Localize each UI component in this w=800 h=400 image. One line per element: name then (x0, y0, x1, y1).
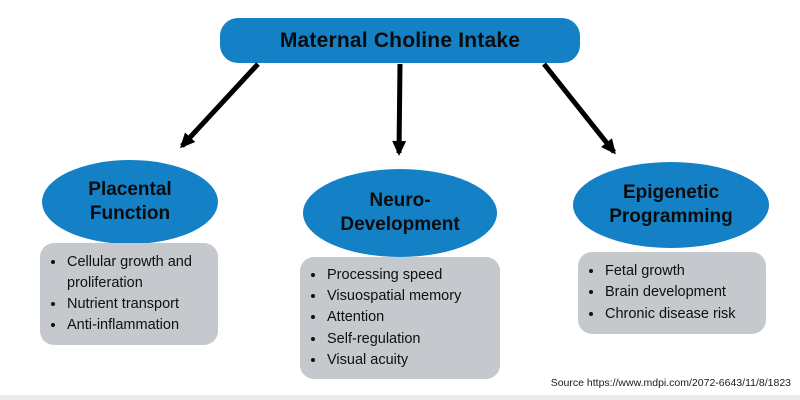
bullet-item: Fetal growth (604, 261, 736, 282)
bullet-item: Nutrient transport (66, 294, 210, 315)
bullet-list: Processing speed Visuospatial memory Att… (300, 265, 469, 370)
node-heading-line: Neuro- (369, 190, 431, 212)
bullet-item: Self-regulation (326, 329, 461, 350)
bullet-item: Attention (326, 307, 461, 328)
diagram-title: Maternal Choline Intake (279, 28, 521, 52)
bullet-list: Cellular growth and proliferation Nutrie… (40, 252, 218, 336)
node-heading-line: Programming (609, 206, 733, 227)
bullet-item: Processing speed (326, 265, 461, 286)
bullet-list: Fetal growth Brain development Chronic d… (578, 261, 744, 324)
node-heading-line: Placental (88, 179, 172, 201)
bullet-item: Visuospatial memory (326, 286, 461, 307)
bullet-item: Anti-inflammation (66, 315, 210, 336)
bullet-item: Chronic disease risk (604, 304, 736, 325)
source-citation: Source https://www.mdpi.com/2072-6643/11… (550, 377, 791, 389)
node-heading-line: Function (89, 203, 171, 224)
bullet-item: Brain development (604, 282, 736, 303)
card-placental-function: Cellular growth and proliferation Nutrie… (40, 243, 218, 345)
arrow-to-epigenetic-programming-icon (542, 62, 616, 155)
node-neuro-development: Neuro- Development (303, 169, 497, 257)
root-node-maternal-choline-intake: Maternal Choline Intake (220, 18, 580, 63)
node-epigenetic-programming: Epigenetic Programming (573, 162, 769, 248)
card-epigenetic-programming: Fetal growth Brain development Chronic d… (578, 252, 766, 334)
bottom-edge-strip (0, 395, 800, 400)
node-heading-line: Epigenetic (622, 182, 720, 204)
node-placental-function: Placental Function (42, 160, 218, 244)
arrow-to-neuro-development-icon (392, 63, 407, 156)
node-heading-line: Development (340, 214, 460, 235)
bullet-item: Visual acuity (326, 350, 461, 371)
card-neuro-development: Processing speed Visuospatial memory Att… (300, 257, 500, 379)
arrow-to-placental-function-icon (179, 62, 260, 149)
bullet-item: Cellular growth and proliferation (66, 252, 210, 294)
